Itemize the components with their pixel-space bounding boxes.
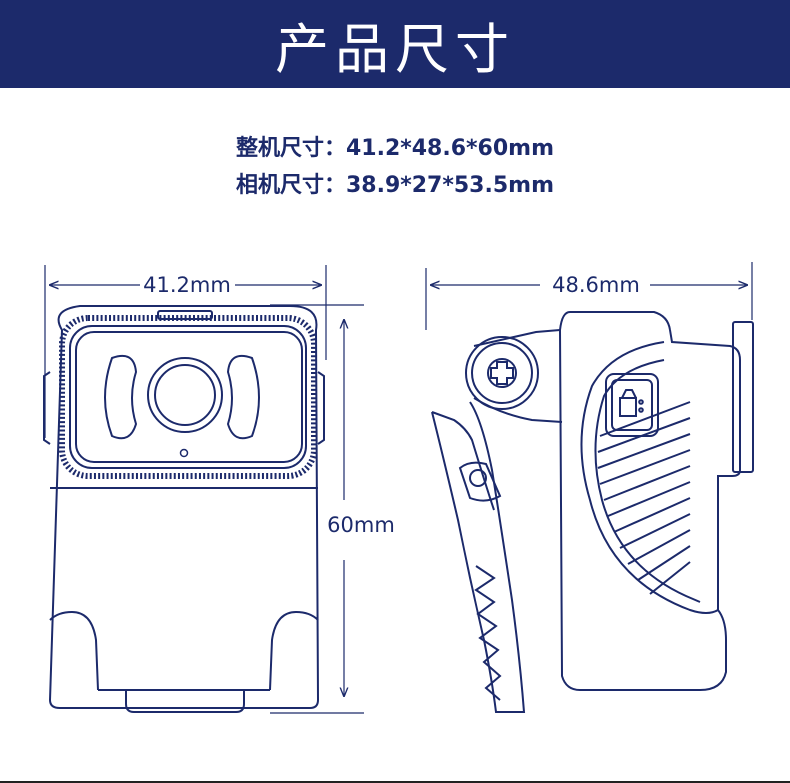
front-ir-led-left [104, 354, 138, 440]
depth-label: 48.6mm [552, 273, 640, 297]
front-mic-hole [179, 448, 189, 458]
camera-button-icon [605, 373, 659, 437]
overall-size-text: 整机尺寸：41.2*48.6*60mm [235, 136, 555, 161]
front-lens [147, 357, 223, 433]
camera-size-text: 相机尺寸：38.9*27*53.5mm [235, 173, 555, 198]
clip-screw-icon [465, 336, 539, 410]
bottom-divider [0, 781, 790, 783]
height-dimension [270, 304, 364, 714]
width-label: 41.2mm [143, 273, 231, 297]
height-label: 60mm [327, 513, 395, 537]
front-view [43, 265, 327, 713]
title-banner: 产品尺寸 [0, 0, 790, 88]
page-title: 产品尺寸 [275, 17, 515, 81]
side-view [425, 262, 754, 713]
front-ir-led-right [226, 354, 260, 440]
